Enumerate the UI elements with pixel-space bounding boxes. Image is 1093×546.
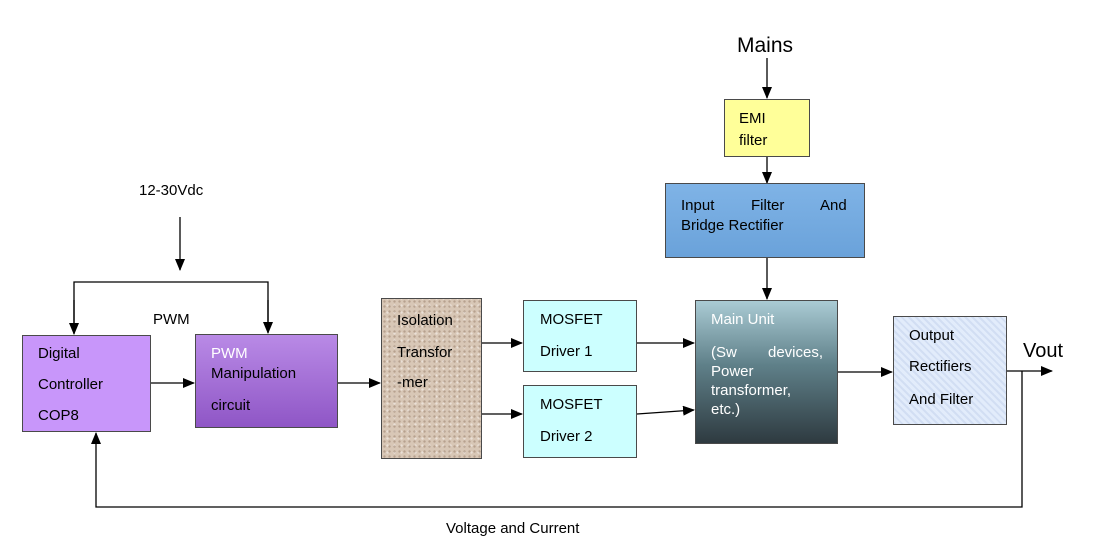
mosfet-driver-2-block: MOSFET Driver 2 (523, 385, 637, 458)
mains-label: Mains (737, 34, 794, 57)
main-unit-word-sw: (Sw (711, 344, 737, 361)
emi-filter-block: EMI filter (724, 99, 810, 157)
vout-label: Vout (1023, 340, 1064, 362)
main-unit-line1: Main Unit (711, 311, 775, 328)
main-unit-line4: transformer, (711, 382, 792, 399)
dc-supply-label: 12-30Vdc (139, 182, 204, 199)
mosfet-driver-1-line2: Driver 1 (540, 343, 593, 360)
pwm-circuit-line1: PWM (211, 345, 248, 362)
isolation-transformer-block: Isolation Transfor -mer (381, 298, 482, 459)
input-filter-word-filter: Filter (751, 197, 785, 214)
isolation-line1: Isolation (397, 312, 453, 329)
feedback-loop (91, 371, 1023, 508)
arrow-driver2-to-main-unit (636, 405, 695, 416)
emi-filter-line1: EMI (739, 110, 766, 127)
emi-filter-line2: filter (739, 132, 768, 149)
main-unit-line3: Power (711, 363, 754, 380)
pwm-circuit-line2: Manipulation (211, 365, 297, 382)
digital-controller-line1: Digital (38, 345, 80, 362)
input-filter-block: Input Filter And Bridge Rectifier (665, 183, 865, 258)
mosfet-driver-1-block: MOSFET Driver 1 (523, 300, 637, 372)
main-unit-line5: etc.) (711, 401, 741, 418)
output-line2: Rectifiers (909, 358, 972, 375)
feedback-label: Voltage and Current (446, 520, 580, 537)
main-unit-block: Main Unit (Sw devices, Power transformer… (695, 300, 838, 444)
mosfet-driver-2-line2: Driver 2 (540, 428, 593, 445)
digital-controller-line3: COP8 (38, 407, 79, 424)
pwm-manipulation-block: PWM Manipulation circuit (195, 334, 338, 428)
input-filter-word-and: And (820, 197, 847, 214)
isolation-line2: Transfor (397, 344, 453, 361)
pwm-label: PWM (153, 311, 190, 328)
output-line1: Output (909, 327, 955, 344)
input-filter-word-input: Input (681, 197, 715, 214)
input-filter-line2: Bridge Rectifier (681, 217, 784, 234)
digital-controller-block: Digital Controller COP8 (22, 335, 151, 432)
output-rectifiers-block: Output Rectifiers And Filter (893, 316, 1007, 425)
isolation-line3: -mer (397, 374, 428, 391)
mosfet-driver-1-line1: MOSFET (540, 311, 603, 328)
pwm-circuit-line3: circuit (211, 397, 251, 414)
digital-controller-line2: Controller (38, 376, 104, 393)
main-unit-word-devices: devices, (768, 344, 824, 361)
mosfet-driver-2-line1: MOSFET (540, 396, 603, 413)
output-line3: And Filter (909, 391, 974, 408)
